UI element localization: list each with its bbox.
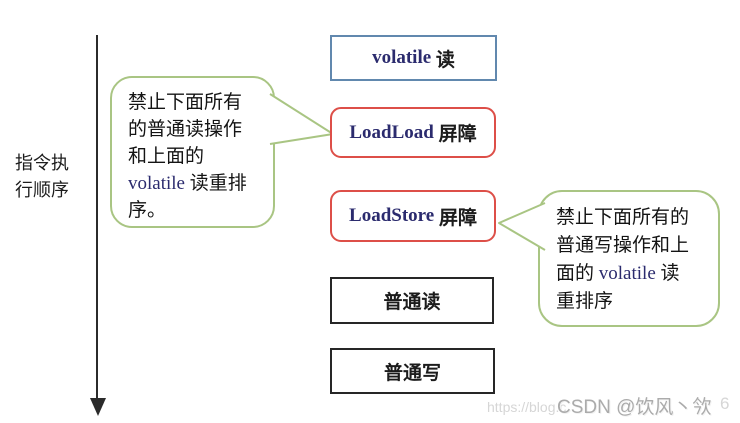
node-loadload-zh: 屏障 xyxy=(433,124,477,145)
callout-loadload-note: 禁止下面所有 的普通读操作 和上面的 volatile 读重排 序。 xyxy=(110,76,275,228)
node-loadload-barrier: LoadLoad 屏障 xyxy=(330,107,496,158)
arrow-down-icon xyxy=(90,398,106,416)
node-loadstore-barrier: LoadStore 屏障 xyxy=(330,190,496,242)
execution-order-label-line2: 行顺序 xyxy=(15,180,69,200)
callout-left-keyword: volatile xyxy=(128,173,185,194)
node-volatile-read-en: volatile xyxy=(372,47,432,68)
execution-order-label-line1: 指令执 xyxy=(15,153,69,173)
callout-right-keyword: volatile xyxy=(598,263,656,284)
node-loadload-en: LoadLoad xyxy=(349,121,434,143)
callout-left-tail xyxy=(269,93,334,145)
node-loadstore-zh: 屏障 xyxy=(434,207,477,229)
callout-left-text-before: 禁止下面所有 的普通读操作 和上面的 xyxy=(128,92,243,167)
node-plain-write: 普通写 xyxy=(330,348,495,394)
node-volatile-read: volatile 读 xyxy=(330,35,497,81)
execution-order-label: 指令执 行顺序 xyxy=(15,150,85,204)
node-plain-read-zh: 普通读 xyxy=(383,292,441,313)
callout-right-tail xyxy=(498,202,546,251)
node-volatile-read-zh: 读 xyxy=(431,49,455,71)
callout-left-text-after: 读重排 序。 xyxy=(128,173,247,221)
node-loadstore-en: LoadStore xyxy=(349,205,435,226)
execution-order-arrow-line xyxy=(96,35,98,400)
callout-right-text-after: 读 重排序 xyxy=(556,263,680,312)
callout-right-text-before: 禁止下面所有的 普通写操作和上 面的 xyxy=(556,207,690,284)
node-plain-write-zh: 普通写 xyxy=(383,362,441,384)
watermark-url: https://blog.c xyxy=(487,399,567,415)
watermark-trail: 6 xyxy=(720,394,730,413)
callout-loadstore-note: 禁止下面所有的 普通写操作和上 面的 volatile 读 重排序 xyxy=(538,190,720,327)
watermark-handle: CSDN @饮风丶欦 xyxy=(557,397,712,418)
node-plain-read: 普通读 xyxy=(330,277,494,324)
